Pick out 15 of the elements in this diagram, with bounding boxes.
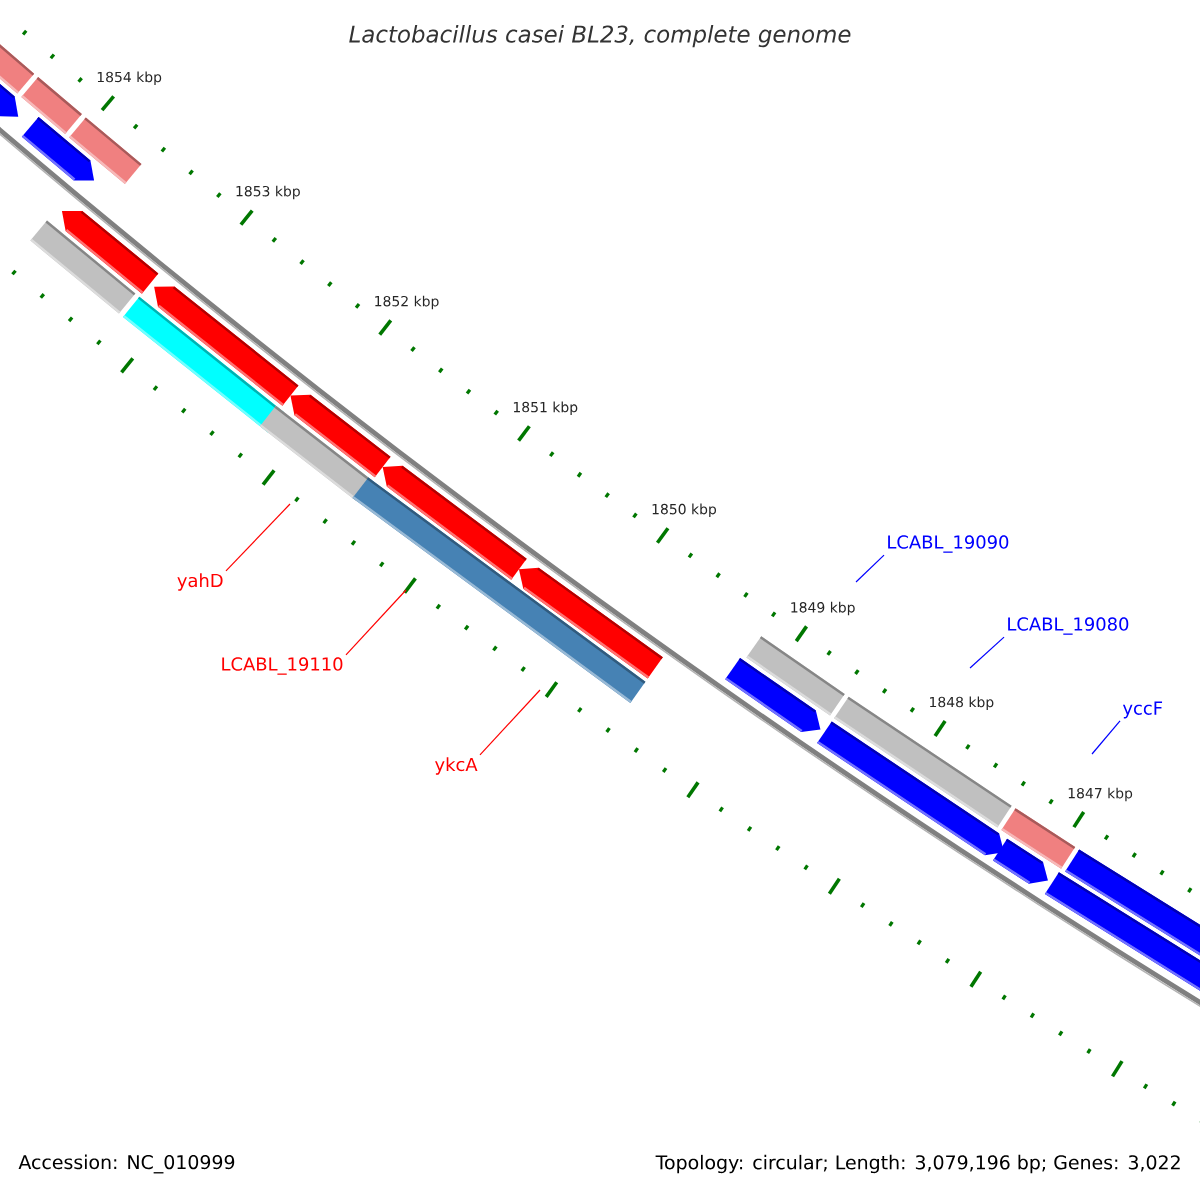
gene-label: yahD [177,573,223,591]
gene-label: ykcA [435,757,478,775]
leader-line [1091,720,1121,755]
gene-label: yccF [1122,701,1163,719]
leader-line [855,554,885,583]
accession-text: Accession: NC_010999 [18,1154,235,1174]
gene-label: LCABL_19080 [1008,617,1129,635]
leader-line [345,589,407,656]
title: Lactobacillus casei BL23, complete genome [349,25,851,48]
genome-info-text: Topology: circular; Length: 3,079,196 bp; Genes: 3,022 [655,1154,1180,1174]
gene-label: LCABL_19110 [222,657,343,675]
gene-label: LCABL_19090 [888,535,1009,553]
leader-line [479,689,541,756]
leader-line [969,636,1005,669]
leader-line [225,503,291,572]
